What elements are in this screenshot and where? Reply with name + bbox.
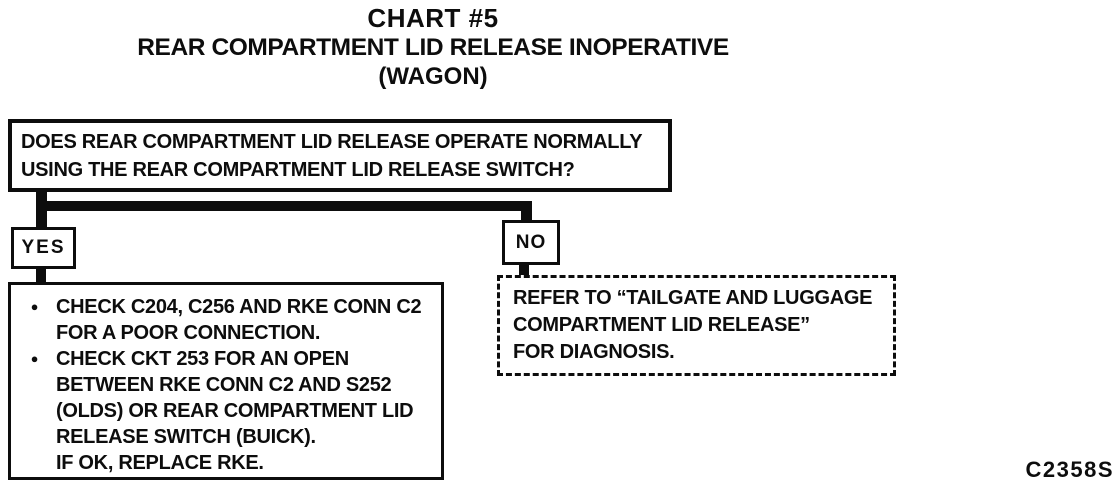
question-text: DOES REAR COMPARTMENT LID RELEASE OPERAT… — [21, 131, 643, 181]
bullet-icon: ● — [30, 299, 39, 314]
bullet-icon: ● — [30, 351, 39, 366]
chart-subtitle: (WAGON) — [378, 63, 488, 90]
connector-yes-to-action — [36, 267, 46, 284]
figure-code: C2358S — [1025, 457, 1114, 482]
connector-horizontal-bar — [36, 201, 532, 211]
chart-number: CHART #5 — [367, 3, 499, 33]
chart-title: REAR COMPARTMENT LID RELEASE INOPERATIVE — [137, 34, 729, 61]
question-box: DOES REAR COMPARTMENT LID RELEASE OPERAT… — [8, 119, 672, 192]
connector-no-to-refer — [519, 263, 529, 277]
no-branch-label: NO — [502, 220, 560, 265]
chart-title-block: CHART #5 REAR COMPARTMENT LID RELEASE IN… — [103, 3, 763, 91]
yes-branch-label: YES — [11, 227, 76, 269]
connector-bar-to-no — [521, 201, 532, 222]
